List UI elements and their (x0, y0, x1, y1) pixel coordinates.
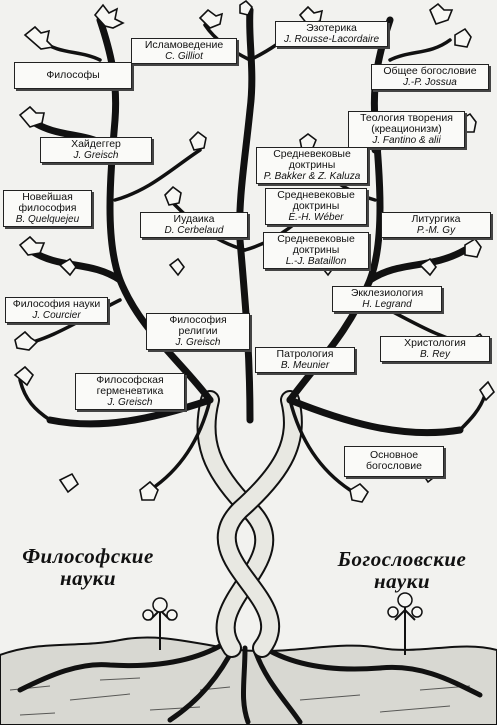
label-title: Философия религии (169, 314, 227, 337)
label-title: Патрология (276, 348, 334, 360)
label-author: J. Fantino & alii (372, 135, 441, 146)
label-author: D. Cerbelaud (164, 225, 224, 236)
label-title: Экклезиология (350, 287, 424, 299)
label-title: Литургика (411, 213, 461, 225)
label-author: H. Legrand (362, 299, 412, 310)
label-author: C. Gilliot (165, 51, 203, 62)
label-author: J. Greisch (73, 150, 119, 161)
caption-theological-sciences: Богословские науки (327, 548, 477, 592)
label-noveyshaya: Новейшая философия B. Quelquejeu (3, 190, 92, 227)
caption-philosophical-sciences: Философские науки (18, 545, 158, 589)
caption-line-1: Богословские (337, 547, 467, 571)
label-author: J. Greisch (107, 397, 153, 408)
label-author: L.-J. Bataillon (285, 256, 347, 267)
label-author: B. Rey (419, 349, 450, 360)
label-author: J. Greisch (175, 337, 221, 348)
label-teologiya: Теология творения (креационизм) J. Fanti… (348, 111, 465, 148)
label-author: É.-H. Wéber (288, 212, 344, 223)
label-title: Средневековые доктрины (277, 233, 355, 256)
label-title: Исламоведение (144, 39, 224, 51)
label-hristologiya: Христология B. Rey (380, 336, 490, 362)
label-islam: Исламоведение C. Gilliot (131, 38, 237, 64)
label-germenevtika: Философская герменевтика J. Greisch (75, 373, 185, 410)
label-title: Общее богословие (383, 65, 477, 77)
label-title: Иудаика (173, 213, 215, 225)
label-title: Философия науки (12, 298, 101, 310)
label-filnauki: Философия науки J. Courcier (5, 297, 108, 323)
label-sred3: Средневековые доктрины L.-J. Bataillon (263, 232, 369, 269)
label-esoterika: Эзотерика J. Rousse-Lacordaire (275, 21, 388, 47)
label-title: Основное богословие (366, 449, 422, 472)
label-title: Эзотерика (306, 22, 357, 34)
caption-line-2: науки (59, 566, 117, 590)
label-author: J. Rousse-Lacordaire (283, 34, 380, 45)
label-author: B. Meunier (280, 360, 330, 371)
label-title: Средневековые доктрины (273, 148, 351, 171)
label-sred1: Средневековые доктрины P. Bakker & Z. Ka… (256, 147, 368, 184)
label-osnovnoe: Основное богословие (344, 446, 444, 477)
label-iudaika: Иудаика D. Cerbelaud (140, 212, 248, 238)
label-title: Хайдеггер (71, 138, 121, 150)
label-title: Философы (46, 69, 100, 81)
label-filosofy: Философы (14, 62, 132, 89)
label-title: Средневековые доктрины (277, 189, 355, 212)
caption-line-2: науки (373, 569, 431, 593)
label-title: Теология творения (креационизм) (360, 112, 453, 135)
caption-line-1: Философские (22, 544, 154, 568)
label-author: J. Courcier (32, 310, 81, 321)
label-title: Новейшая философия (18, 191, 77, 214)
label-title: Философская герменевтика (96, 374, 164, 397)
label-author: P. Bakker & Z. Kaluza (263, 171, 361, 182)
label-obshchee: Общее богословие J.-P. Jossua (371, 64, 489, 90)
label-liturgika: Литургика P.-M. Gy (381, 212, 491, 238)
label-author: J.-P. Jossua (403, 77, 457, 88)
label-patrologiya: Патрология B. Meunier (255, 347, 355, 373)
label-author: P.-M. Gy (416, 225, 456, 236)
label-author: B. Quelquejeu (15, 214, 80, 225)
label-ekkleziologiya: Экклезиология H. Legrand (332, 286, 442, 312)
label-filreligii: Философия религии J. Greisch (146, 313, 250, 350)
label-heidegger: Хайдеггер J. Greisch (40, 137, 152, 163)
label-sred2: Средневековые доктрины É.-H. Wéber (265, 188, 367, 225)
label-title: Христология (404, 337, 466, 349)
